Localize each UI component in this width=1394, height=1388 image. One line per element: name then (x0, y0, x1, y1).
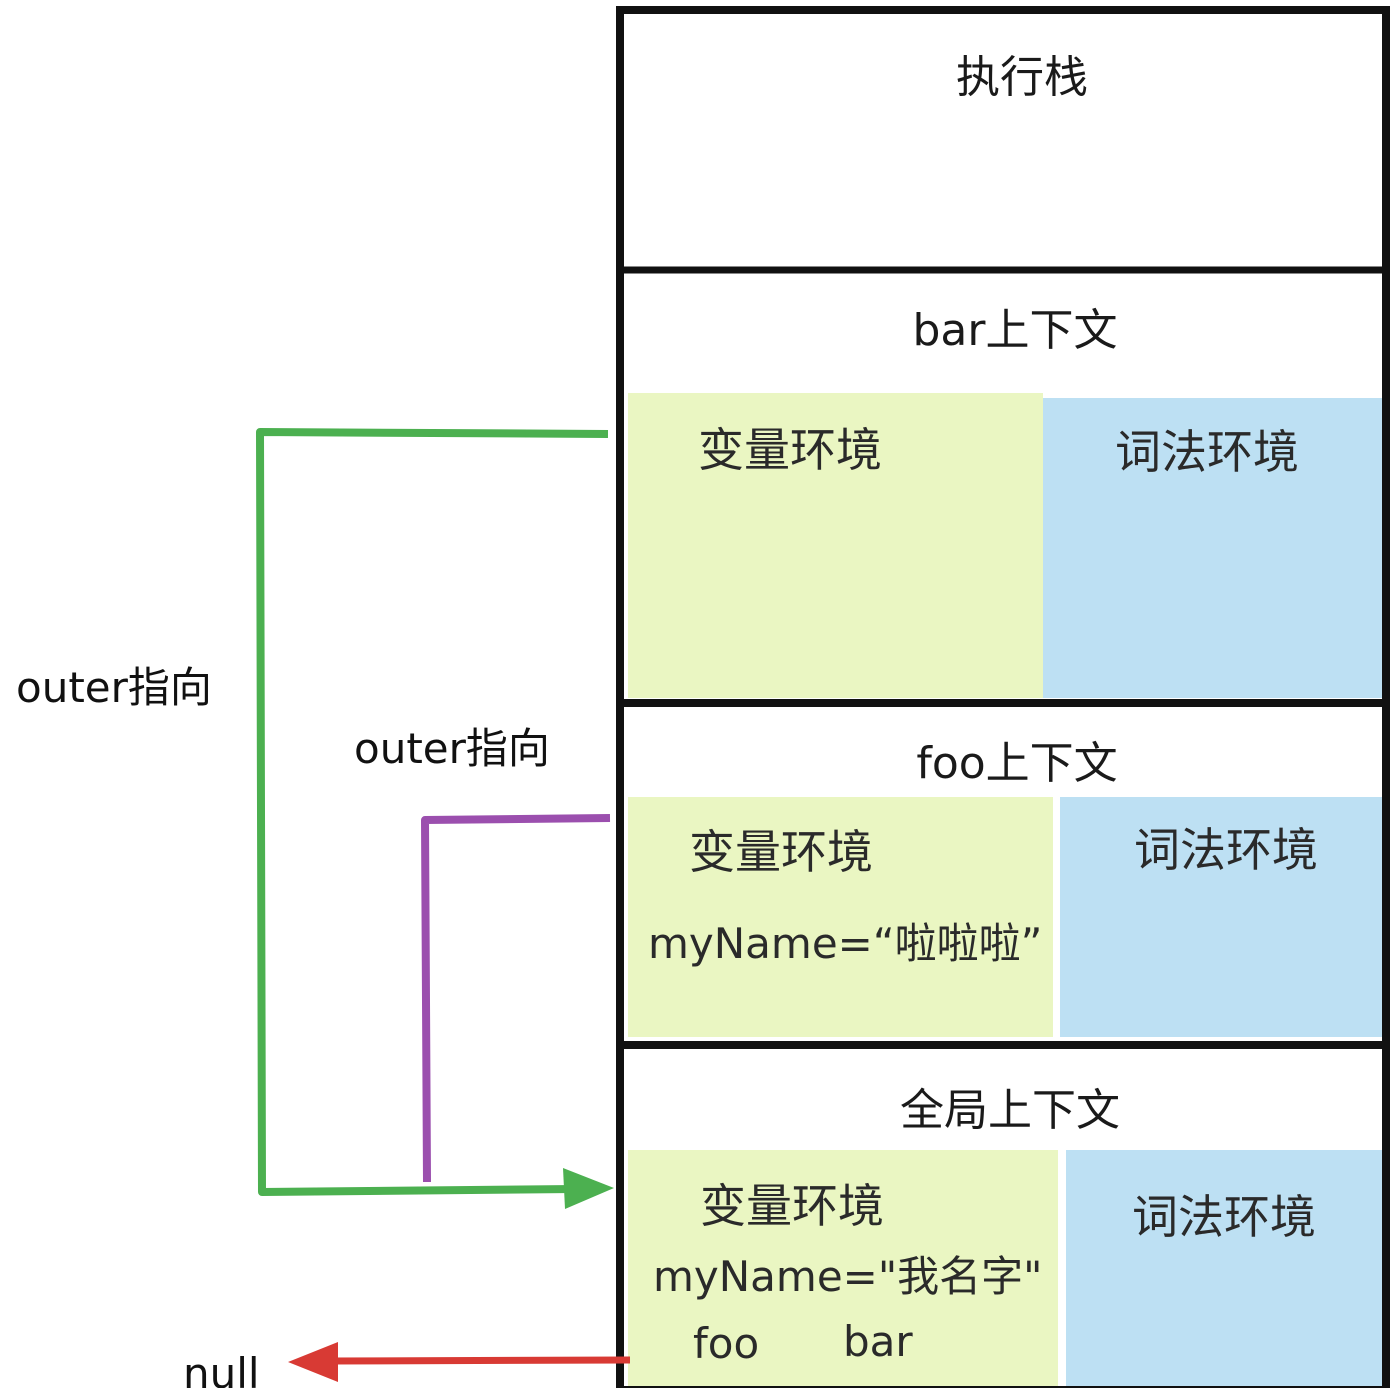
global-variable-env (628, 1150, 1058, 1386)
bar-variable-env-label: 变量环境 (698, 423, 882, 477)
foo-variable-env (628, 797, 1053, 1037)
global-variable-env-label: 变量环境 (700, 1179, 884, 1233)
bar-variable-env (628, 393, 1043, 698)
stack-title: 执行栈 (956, 52, 1088, 103)
null-arrow-line (329, 1356, 631, 1365)
foo-lexical-env (1060, 797, 1382, 1037)
foo-lexical-env-label: 词法环境 (1134, 823, 1318, 877)
foo-context: foo上下文 变量环境 myName=“啦啦啦” 词法环境 (620, 699, 1386, 1037)
global-var-foo: foo (693, 1319, 759, 1368)
bar-outer-arrow-head (563, 1168, 614, 1209)
global-context: 全局上下文 变量环境 myName="我名字" foo bar 词法环境 (620, 1041, 1386, 1386)
null-arrow-head (288, 1342, 338, 1382)
foo-outer-label: outer指向 (354, 724, 550, 773)
bar-context-title: bar上下文 (913, 305, 1118, 356)
bar-lexical-env (1043, 398, 1382, 698)
null-label: null (183, 1349, 260, 1388)
bar-lexical-env-label: 词法环境 (1115, 425, 1299, 479)
foo-outer-arrow: outer指向 (354, 724, 611, 1183)
global-var-myname: myName="我名字" (653, 1252, 1043, 1301)
bar-outer-arrow: outer指向 (16, 428, 614, 1209)
global-var-bar: bar (843, 1317, 913, 1366)
foo-outer-arrow-line (421, 814, 611, 1183)
global-lexical-env-label: 词法环境 (1132, 1190, 1316, 1244)
global-context-title: 全局上下文 (900, 1085, 1120, 1136)
foo-var-myname: myName=“啦啦啦” (648, 919, 1042, 968)
foo-context-title: foo上下文 (916, 738, 1117, 789)
bar-context: bar上下文 变量环境 词法环境 (620, 266, 1386, 698)
bar-outer-label: outer指向 (16, 663, 212, 712)
bar-outer-arrow-line (256, 428, 609, 1196)
null-arrow: null (183, 1342, 631, 1388)
foo-variable-env-label: 变量环境 (689, 825, 873, 879)
global-lexical-env (1066, 1150, 1382, 1386)
